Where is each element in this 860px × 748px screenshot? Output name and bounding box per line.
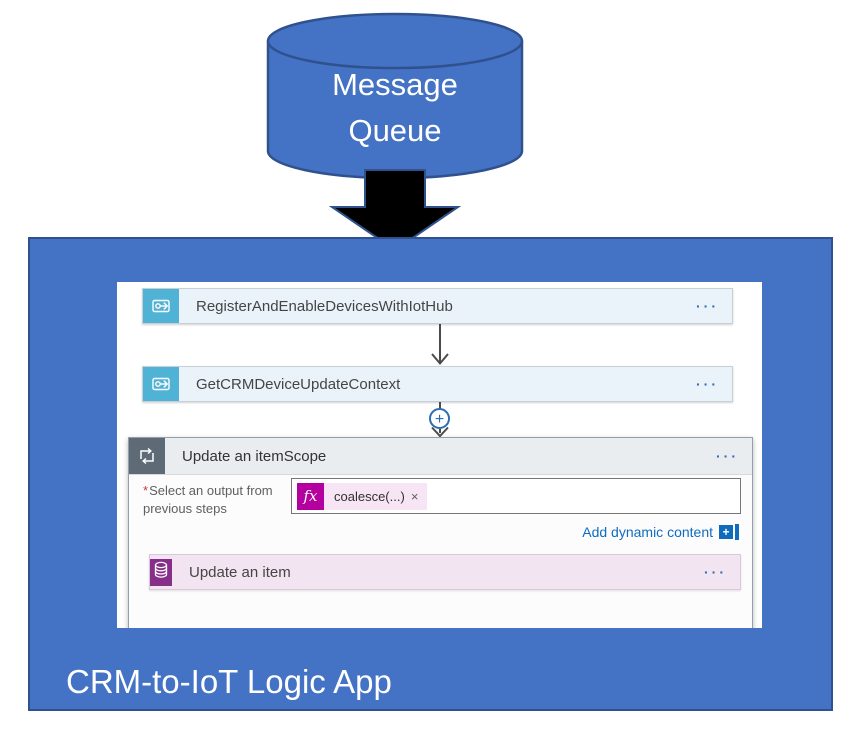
add-dynamic-content-toggle-icon[interactable]: + [719, 524, 739, 540]
connector-arrow-icon [431, 402, 449, 437]
logic-app-title: CRM-to-IoT Logic App [66, 663, 392, 700]
message-queue-cylinder [266, 12, 524, 180]
step-title: Update an item [189, 563, 291, 581]
workflow-step-update-an-item[interactable]: Update an item ··· [149, 554, 741, 590]
add-dynamic-content-label: Add dynamic content [582, 524, 713, 540]
insert-step-plus-button[interactable]: + [429, 408, 450, 429]
scope-header[interactable]: Update an itemScope ··· [129, 438, 752, 475]
expression-token-value: coalesce(...) [334, 488, 405, 504]
step-title: GetCRMDeviceUpdateContext [196, 375, 401, 393]
step-menu-button[interactable]: ··· [696, 376, 719, 392]
scope-loop-icon [129, 438, 165, 474]
step-title: RegisterAndEnableDevicesWithIotHub [196, 297, 453, 315]
plus-icon: + [719, 525, 733, 539]
scope-card-update-an-item-scope: Update an itemScope ··· *Select an outpu… [128, 437, 753, 628]
message-queue-label-line1: Message [332, 67, 458, 102]
scope-menu-button[interactable]: ··· [716, 448, 739, 464]
required-marker: * [143, 483, 149, 498]
logic-app-container: RegisterAndEnableDevicesWithIotHub ··· [28, 237, 833, 711]
logic-app-workflow-icon [143, 289, 179, 323]
connector-arrow-icon [431, 324, 449, 366]
step-menu-button[interactable]: ··· [704, 564, 727, 580]
logic-app-workflow-icon [143, 367, 179, 401]
scope-title: Update an itemScope [182, 447, 327, 465]
field-label-line1: Select an output from [149, 483, 273, 498]
step-menu-button[interactable]: ··· [696, 298, 719, 314]
add-dynamic-content-link[interactable]: Add dynamic content + [582, 524, 739, 540]
workflow-step-register-devices[interactable]: RegisterAndEnableDevicesWithIotHub ··· [142, 288, 733, 324]
field-label: *Select an output from previous steps [143, 482, 303, 518]
expression-token[interactable]: fx coalesce(...) × [297, 482, 428, 510]
output-select-input[interactable]: fx coalesce(...) × [291, 478, 741, 514]
workflow-step-get-crm-context[interactable]: GetCRMDeviceUpdateContext ··· [142, 366, 733, 402]
message-queue-label: Message Queue [268, 62, 522, 154]
database-icon [150, 558, 172, 586]
field-label-line2: previous steps [143, 501, 227, 516]
workflow-canvas: RegisterAndEnableDevicesWithIotHub ··· [117, 282, 762, 628]
message-queue-label-line2: Queue [348, 113, 442, 148]
flyout-bar-icon [735, 524, 739, 540]
fx-expression-icon: fx [297, 482, 324, 510]
flow-arrow-icon [328, 169, 462, 252]
remove-token-icon[interactable]: × [410, 488, 419, 504]
